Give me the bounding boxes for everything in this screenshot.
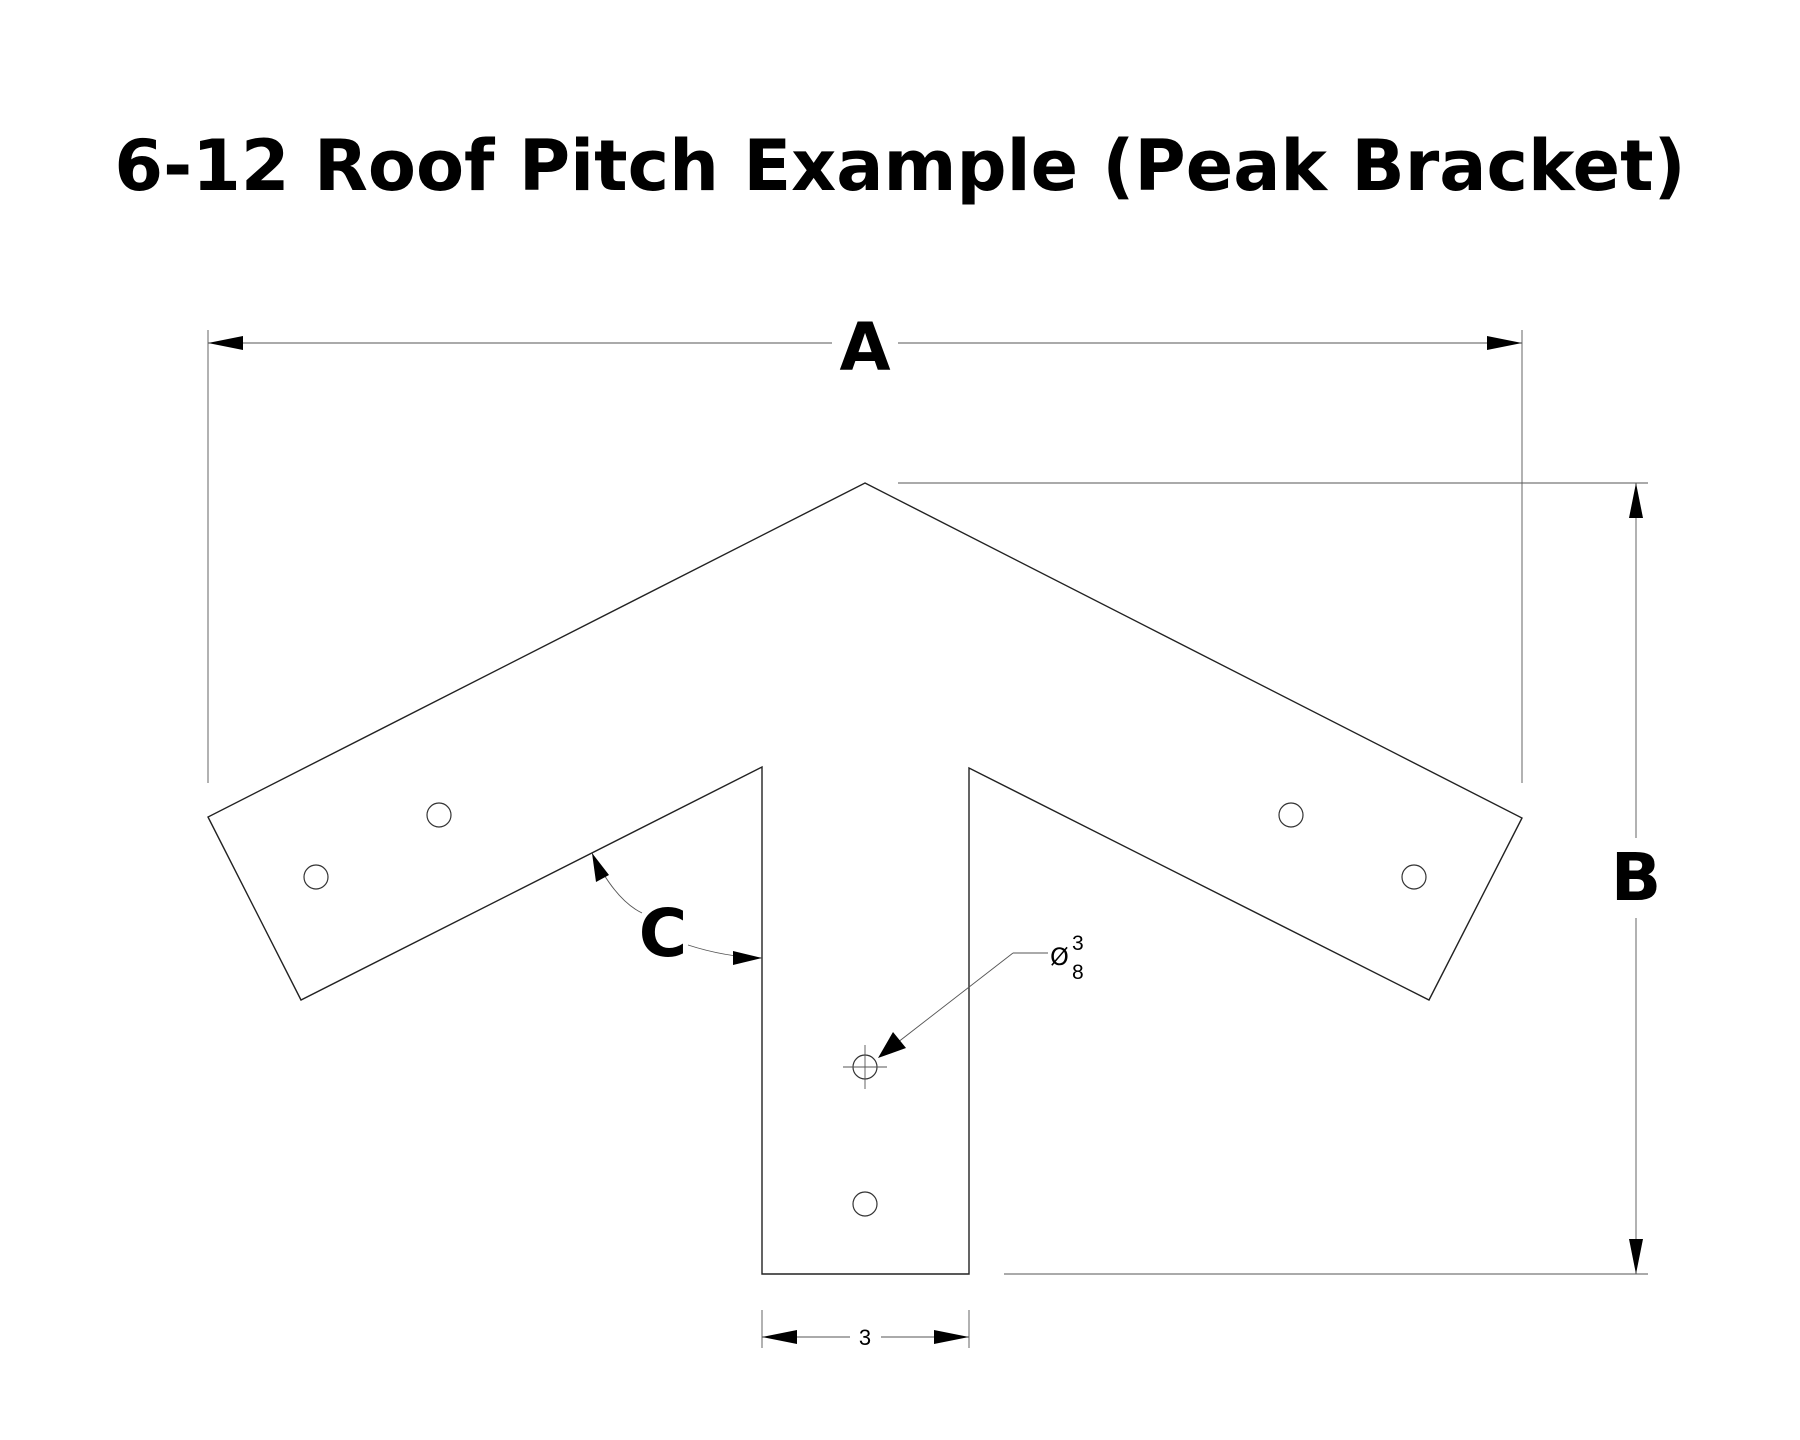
angle-c: C xyxy=(591,852,763,972)
page-title: 6-12 Roof Pitch Example (Peak Bracket) xyxy=(114,125,1685,207)
hole-right-inner xyxy=(1278,802,1304,828)
angle-c-arrow-upper xyxy=(592,853,609,882)
dimension-width-arrow-left xyxy=(762,1330,797,1344)
hole-leader-arrow xyxy=(878,1032,906,1058)
dimension-a-label: A xyxy=(839,309,890,386)
bracket-outline xyxy=(207,482,1523,1275)
dimension-width: 3 xyxy=(761,1310,970,1350)
dimension-b: B xyxy=(898,482,1661,1275)
dimension-a-arrow-right xyxy=(1487,336,1522,350)
dimension-a: A xyxy=(207,309,1523,783)
hole-stem-lower xyxy=(852,1191,878,1217)
hole-right-outer xyxy=(1401,864,1427,890)
angle-c-arrow-lower xyxy=(733,951,762,965)
dimension-width-label: 3 xyxy=(859,1325,871,1350)
dimension-b-arrow-bottom xyxy=(1629,1239,1643,1274)
hole-left-outer xyxy=(303,864,329,890)
dimension-width-arrow-right xyxy=(934,1330,969,1344)
hole-center-mark xyxy=(843,1045,887,1089)
dimension-b-arrow-top xyxy=(1629,483,1643,518)
hole-diameter-denominator: 8 xyxy=(1072,961,1084,984)
hole-left-inner xyxy=(426,802,452,828)
hole-diameter-symbol: Ø xyxy=(1050,943,1069,971)
hole-diameter-callout: Ø 3 8 xyxy=(878,932,1084,1058)
hole-diameter-numerator: 3 xyxy=(1072,932,1084,955)
dimension-b-label: B xyxy=(1611,839,1661,916)
angle-c-label: C xyxy=(639,895,687,972)
dimension-a-arrow-left xyxy=(208,336,243,350)
